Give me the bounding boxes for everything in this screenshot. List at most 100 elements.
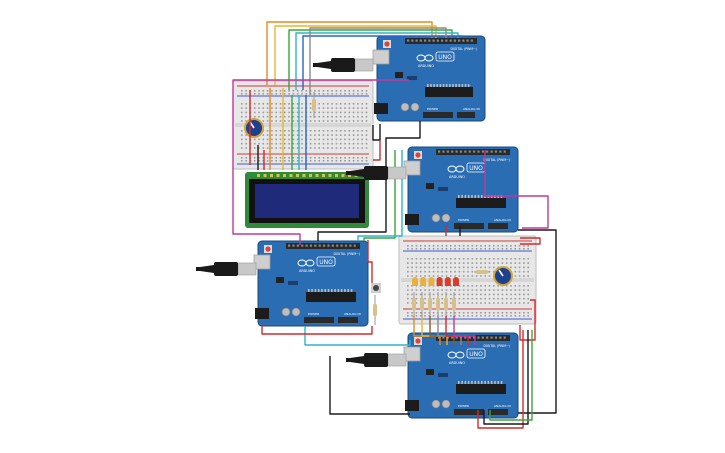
hole xyxy=(348,147,351,149)
header-pin xyxy=(494,336,498,339)
hole xyxy=(348,90,351,92)
hole xyxy=(484,312,486,314)
hole xyxy=(296,160,299,162)
hole xyxy=(318,120,320,122)
chip-pin xyxy=(464,195,467,198)
hole xyxy=(497,297,499,300)
hole xyxy=(467,302,469,304)
header-pin xyxy=(462,39,465,42)
hole xyxy=(271,90,273,92)
hole xyxy=(344,90,346,92)
hole xyxy=(258,157,260,159)
hole xyxy=(415,258,418,260)
header-pin xyxy=(499,336,502,339)
hole xyxy=(458,293,461,296)
hole xyxy=(348,107,351,109)
hole xyxy=(523,245,525,247)
hole xyxy=(322,90,325,92)
hole xyxy=(284,120,286,122)
hole xyxy=(352,90,355,92)
wires-layer xyxy=(232,21,557,429)
hole xyxy=(331,111,333,114)
hole xyxy=(467,262,469,264)
header-pin xyxy=(305,244,308,247)
hole xyxy=(480,245,482,247)
hole xyxy=(365,120,368,122)
hole xyxy=(245,160,247,162)
hole xyxy=(505,315,508,317)
hole xyxy=(365,157,368,159)
hole xyxy=(365,115,368,118)
analog-header xyxy=(488,223,508,229)
wire-grey-1 xyxy=(309,27,447,95)
holes xyxy=(407,245,529,317)
chip-pin xyxy=(337,289,340,292)
capacitor xyxy=(410,102,420,112)
hole xyxy=(266,138,269,141)
hole xyxy=(450,289,452,291)
chip-pin xyxy=(344,289,346,292)
hole xyxy=(322,160,325,162)
hole xyxy=(292,142,295,145)
hole xyxy=(527,302,529,304)
lcd-pin xyxy=(296,174,299,177)
hole xyxy=(445,270,448,273)
hole xyxy=(480,258,482,260)
hole xyxy=(441,302,443,304)
hole xyxy=(245,142,247,145)
hole xyxy=(361,111,363,114)
hole xyxy=(454,248,456,250)
hole xyxy=(497,245,499,247)
hole xyxy=(357,138,359,141)
hole xyxy=(523,312,525,314)
hole xyxy=(475,258,478,260)
resistor-body xyxy=(452,298,456,310)
hole xyxy=(352,130,355,132)
hole xyxy=(327,93,329,95)
header-pin xyxy=(470,39,473,42)
hole xyxy=(331,134,333,136)
hole xyxy=(484,248,486,250)
center-channel xyxy=(235,123,371,127)
hole xyxy=(327,138,329,141)
hole xyxy=(505,293,508,296)
hole xyxy=(407,245,409,247)
regulator xyxy=(426,183,434,189)
led-1 xyxy=(412,277,418,286)
hole xyxy=(279,103,282,105)
hole xyxy=(428,266,431,269)
lcd-pin xyxy=(348,174,351,177)
chip-pin xyxy=(467,84,470,87)
hole xyxy=(493,258,495,260)
hole xyxy=(471,315,474,317)
hole xyxy=(245,147,247,149)
hole xyxy=(284,115,286,118)
header-pin xyxy=(336,244,339,247)
hole xyxy=(318,130,320,132)
hole xyxy=(253,93,256,95)
hole xyxy=(266,160,269,162)
hole xyxy=(493,297,495,300)
hole xyxy=(314,93,316,95)
hole xyxy=(480,293,482,296)
hole xyxy=(288,147,290,149)
uno-badge xyxy=(316,256,336,267)
uno-label: UNO xyxy=(469,351,483,358)
hole xyxy=(514,262,517,264)
breadboard-bottom xyxy=(398,235,537,325)
hole xyxy=(514,285,517,287)
chip-pin xyxy=(458,84,461,87)
hole xyxy=(467,285,469,287)
usb-jack xyxy=(403,160,421,176)
hole xyxy=(415,245,418,247)
hole xyxy=(493,289,495,291)
hole xyxy=(527,293,529,296)
hole xyxy=(296,147,299,149)
hole xyxy=(527,312,529,314)
hole xyxy=(322,130,325,132)
hole xyxy=(258,103,260,105)
hole xyxy=(432,289,435,291)
hole xyxy=(361,103,363,105)
hole xyxy=(361,93,363,95)
